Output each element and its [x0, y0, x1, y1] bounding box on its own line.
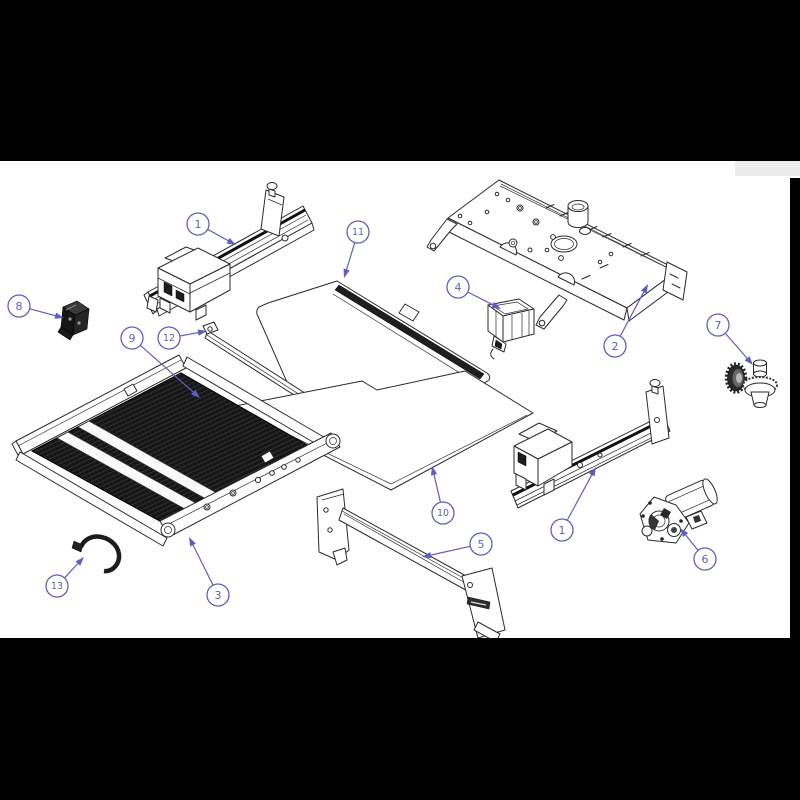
rail-bolt-icon [266, 182, 278, 190]
callout-9: 9 [120, 326, 200, 398]
callout-number: 4 [455, 281, 462, 294]
callout-4: 4 [446, 275, 501, 309]
stop-bracket [57, 300, 90, 341]
callout-number: 10 [437, 508, 449, 519]
scan-artifact [735, 161, 800, 176]
plate-holes [457, 191, 614, 265]
leader-line [180, 331, 201, 337]
leader-line [566, 472, 594, 521]
leader-line [29, 308, 58, 317]
drive-motor [639, 478, 718, 544]
leader-arrowhead-icon [191, 389, 200, 398]
leader-arrowhead-icon [430, 466, 438, 476]
slide-rail-right [510, 379, 671, 509]
leader-arrowhead-icon [226, 237, 236, 245]
callout-11: 11 [343, 220, 370, 278]
callout-balloon [7, 294, 31, 318]
drive-bushing [724, 359, 778, 408]
leader-line [683, 533, 699, 551]
rail-bolt-icon [649, 379, 661, 387]
callout-number: 2 [612, 340, 619, 353]
leader-line [140, 345, 196, 394]
leader-arrowhead-icon [422, 551, 432, 559]
callout-1: 1 [550, 467, 596, 542]
leader-line [191, 542, 214, 585]
callout-2: 2 [603, 284, 648, 358]
leader-arrowhead-icon [744, 356, 753, 365]
callout-balloon [206, 583, 230, 607]
leader-line [725, 333, 749, 361]
callout-number: 1 [195, 218, 202, 231]
leader-line [619, 289, 646, 337]
callout-balloon [469, 532, 493, 556]
callout-5: 5 [422, 532, 493, 559]
callout-number: 8 [16, 300, 23, 313]
letterbox-right-strip [790, 178, 800, 638]
leader-arrowhead-icon [189, 537, 196, 547]
callout-13: 13 [45, 557, 84, 598]
callout-number: 7 [715, 319, 722, 332]
callout-balloon [446, 275, 470, 299]
callout-10: 10 [430, 466, 455, 525]
lower-crossbar [316, 488, 506, 643]
leader-arrowhead-icon [343, 268, 350, 278]
callout-1: 1 [186, 212, 236, 245]
slide-rail-left [143, 182, 315, 321]
callout-7: 7 [706, 313, 753, 365]
leader-arrowhead-icon [640, 284, 648, 294]
callout-number: 12 [163, 333, 175, 344]
plate-cylinder-boss [567, 200, 589, 228]
callout-balloon [45, 574, 69, 598]
mounting-plate [426, 179, 688, 330]
callout-number: 5 [478, 538, 485, 551]
callout-number: 13 [51, 581, 63, 592]
leader-line [433, 472, 441, 502]
leader-line [207, 229, 231, 243]
leader-arrowhead-icon [54, 312, 64, 319]
retaining-hook [71, 534, 122, 574]
callout-number: 1 [559, 524, 566, 537]
callout-number: 6 [702, 553, 709, 566]
callout-balloon [706, 313, 730, 337]
callout-3: 3 [189, 537, 230, 607]
callout-number: 9 [129, 332, 136, 345]
callout-balloon [186, 212, 210, 236]
leader-arrowhead-icon [588, 467, 596, 477]
leader-arrowhead-icon [680, 528, 689, 538]
callout-6: 6 [680, 528, 717, 571]
callout-balloon [157, 326, 181, 350]
callout-balloon [431, 501, 455, 525]
leader-line [345, 242, 356, 272]
step-platform [11, 354, 341, 547]
mat-latch-tab [398, 303, 420, 322]
step-mat [256, 280, 491, 396]
letterbox-top [0, 0, 800, 161]
callout-12: 12 [157, 326, 207, 350]
switch-box [487, 298, 535, 360]
callout-balloon [550, 518, 574, 542]
letterbox-bottom [0, 638, 800, 800]
mat-edge-strip [334, 284, 485, 380]
callout-balloon [346, 220, 370, 244]
leader-arrowhead-icon [491, 302, 501, 309]
leader-arrowhead-icon [75, 557, 84, 566]
callout-balloon [603, 334, 627, 358]
callout-number: 11 [352, 227, 364, 238]
leader-line [64, 561, 80, 578]
callout-number: 3 [215, 589, 222, 602]
leader-line [467, 291, 496, 307]
leader-arrowhead-icon [197, 329, 207, 336]
leader-line [428, 545, 470, 557]
callout-balloon [693, 547, 717, 571]
callout-balloon [120, 326, 144, 350]
callout-8: 8 [7, 294, 64, 319]
